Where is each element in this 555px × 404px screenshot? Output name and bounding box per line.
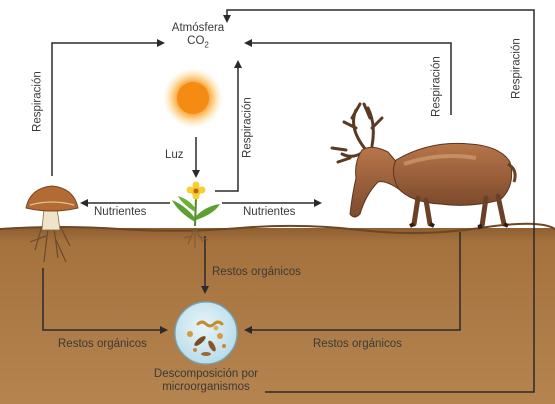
arrow-respiration-plant: [215, 60, 242, 192]
atmosphere-title: Atmósfera: [171, 22, 225, 34]
respiration-label-mushroom: Respiración: [31, 71, 44, 132]
arrow-respiration-deer: [244, 39, 452, 115]
respiration-label-plant: Respiración: [241, 97, 254, 158]
plant-icon: [172, 181, 220, 248]
arrow-respiration-mushroom: [51, 39, 165, 176]
respiration-label-deer: Respiración: [430, 56, 443, 117]
arrow-organic-remains-mushroom: [42, 268, 168, 334]
decomposition-label: Descomposición por microorganismos: [140, 368, 272, 394]
organic-remains-label-deer: Restos orgánicos: [313, 338, 402, 350]
organic-remains-label-plant: Restos orgánicos: [212, 266, 301, 278]
microorganisms-icon: [174, 301, 238, 365]
respiration-label-microorganisms: Respiración: [510, 38, 523, 99]
soil: [0, 228, 555, 404]
decomposition-line-1: Descomposición por: [153, 368, 259, 380]
mushroom-icon: [25, 185, 79, 263]
arrow-organic-remains-deer: [244, 232, 461, 334]
decomposition-line-2: microorganismos: [162, 381, 250, 394]
nutrients-label-left: Nutrientes: [94, 206, 147, 218]
organic-remains-label-mushroom: Restos orgánicos: [58, 338, 147, 350]
co2-formula: CO2: [187, 35, 209, 50]
sun-icon: [163, 68, 223, 128]
atmosphere-label: Atmósfera CO2: [162, 22, 234, 50]
light-label: Luz: [165, 149, 184, 161]
nutrients-label-right: Nutrientes: [243, 206, 296, 218]
arrow-respiration-microorganisms: [223, 9, 535, 393]
deer-icon: [330, 102, 517, 229]
